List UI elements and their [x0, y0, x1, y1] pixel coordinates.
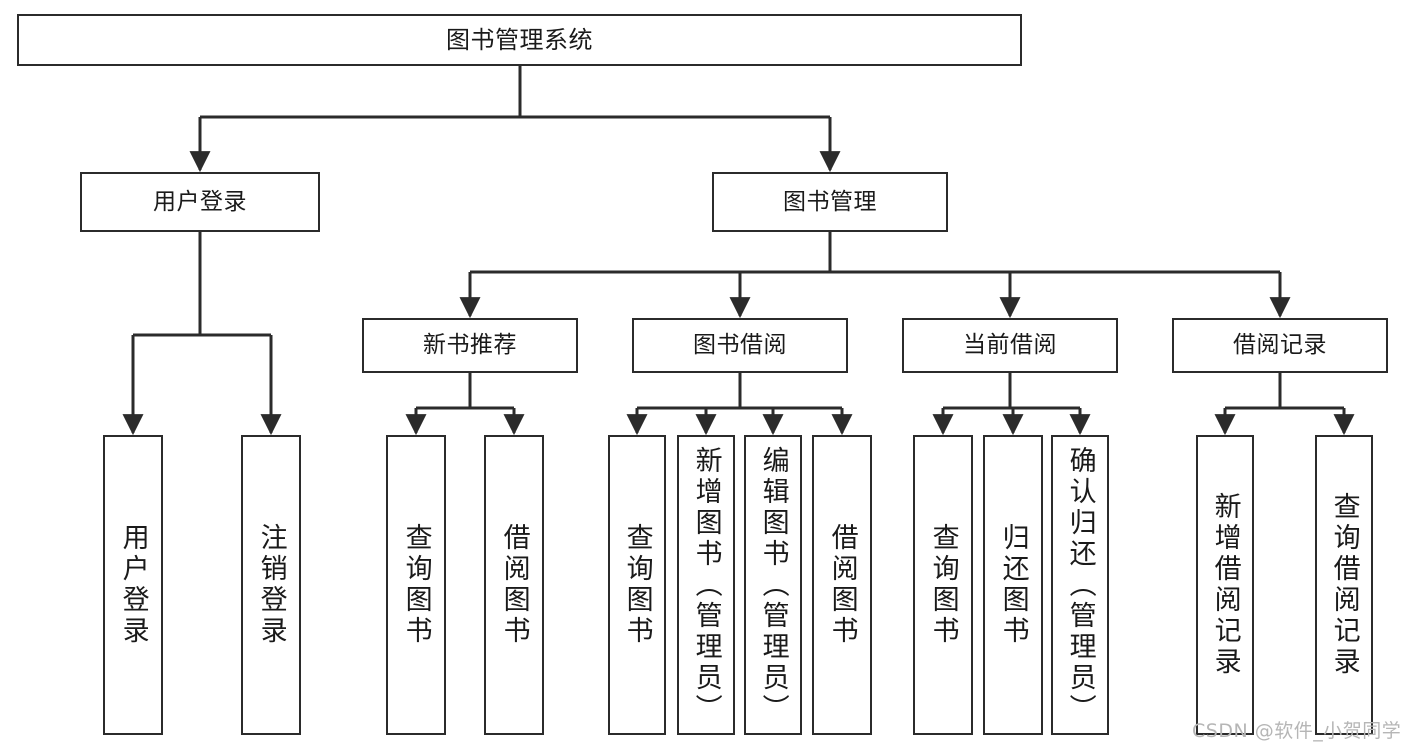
node-leaf-user-logout-label: 注销登录 — [255, 523, 287, 647]
node-leaf-return-book[interactable]: 归还图书 — [983, 435, 1043, 735]
node-leaf-edit-book-admin-label: 编辑图书（管理员） — [757, 445, 789, 725]
node-root-label: 图书管理系统 — [446, 26, 593, 54]
node-leaf-borrow-book[interactable]: 借阅图书 — [812, 435, 872, 735]
node-book-manage[interactable]: 图书管理 — [712, 172, 948, 232]
node-new-book-recommend[interactable]: 新书推荐 — [362, 318, 578, 373]
node-book-borrow[interactable]: 图书借阅 — [632, 318, 848, 373]
node-leaf-user-login[interactable]: 用户登录 — [103, 435, 163, 735]
node-leaf-add-book-admin-label: 新增图书（管理员） — [690, 445, 722, 725]
node-leaf-query-book-current[interactable]: 查询图书 — [913, 435, 973, 735]
node-root[interactable]: 图书管理系统 — [17, 14, 1022, 66]
node-leaf-query-borrow-record-label: 查询借阅记录 — [1328, 492, 1360, 678]
node-current-borrow-label: 当前借阅 — [963, 332, 1057, 358]
node-book-borrow-label: 图书借阅 — [693, 332, 787, 358]
node-leaf-add-borrow-record[interactable]: 新增借阅记录 — [1196, 435, 1254, 735]
node-leaf-return-book-label: 归还图书 — [997, 523, 1029, 647]
csdn-watermark: CSDN @软件_小贺同学 — [1192, 720, 1402, 742]
node-leaf-borrow-book-label: 借阅图书 — [826, 523, 858, 647]
node-new-book-recommend-label: 新书推荐 — [423, 332, 517, 358]
node-leaf-query-book-borrow-label: 查询图书 — [621, 523, 653, 647]
node-leaf-query-book-borrow[interactable]: 查询图书 — [608, 435, 666, 735]
node-user-login[interactable]: 用户登录 — [80, 172, 320, 232]
node-leaf-query-book-current-label: 查询图书 — [927, 523, 959, 647]
node-leaf-borrow-book-recommend-label: 借阅图书 — [498, 523, 530, 647]
node-leaf-query-book-recommend[interactable]: 查询图书 — [386, 435, 446, 735]
node-leaf-borrow-book-recommend[interactable]: 借阅图书 — [484, 435, 544, 735]
node-user-login-label: 用户登录 — [153, 188, 247, 215]
node-current-borrow[interactable]: 当前借阅 — [902, 318, 1118, 373]
node-leaf-confirm-return-admin[interactable]: 确认归还（管理员） — [1051, 435, 1109, 735]
node-borrow-record[interactable]: 借阅记录 — [1172, 318, 1388, 373]
node-book-manage-label: 图书管理 — [783, 188, 877, 215]
node-borrow-record-label: 借阅记录 — [1233, 332, 1327, 358]
node-leaf-edit-book-admin[interactable]: 编辑图书（管理员） — [744, 435, 802, 735]
node-leaf-user-logout[interactable]: 注销登录 — [241, 435, 301, 735]
node-leaf-add-book-admin[interactable]: 新增图书（管理员） — [677, 435, 735, 735]
node-leaf-query-borrow-record[interactable]: 查询借阅记录 — [1315, 435, 1373, 735]
node-leaf-confirm-return-admin-label: 确认归还（管理员） — [1064, 445, 1096, 725]
node-leaf-user-login-label: 用户登录 — [117, 523, 149, 647]
node-leaf-query-book-recommend-label: 查询图书 — [400, 523, 432, 647]
node-leaf-add-borrow-record-label: 新增借阅记录 — [1209, 492, 1241, 678]
